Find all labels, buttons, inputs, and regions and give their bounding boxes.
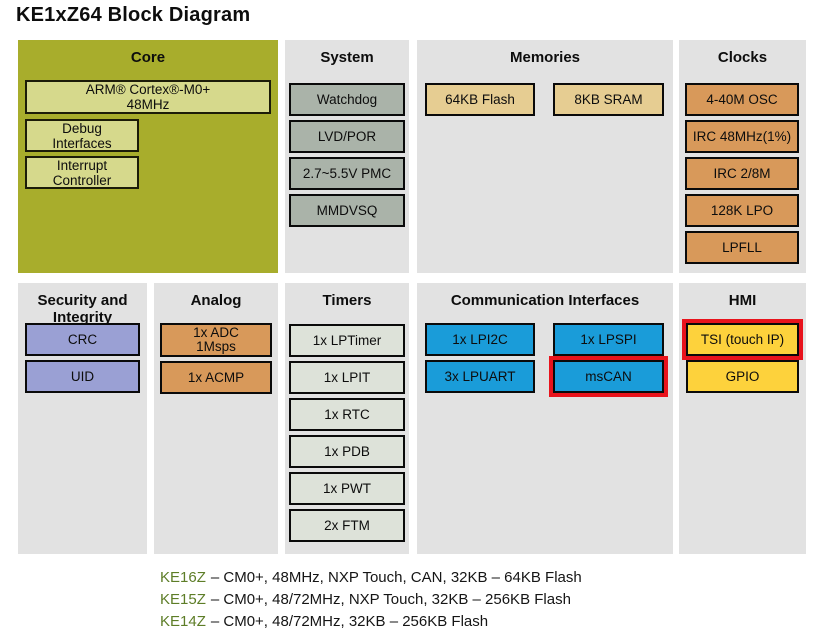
- panel-core: Core ARM® Cortex®-M0+ 48MHz Debug Interf…: [18, 40, 278, 273]
- pmc-block: 2.7~5.5V PMC: [289, 157, 405, 190]
- panel-security-title: Security and Integrity: [18, 283, 147, 326]
- arm-cortex-m0-label-line1: ARM® Cortex®-M0+: [85, 82, 211, 97]
- panel-security-title-line2: Integrity: [52, 309, 113, 326]
- crc-block: CRC: [25, 323, 140, 356]
- uid-block: UID: [25, 360, 140, 393]
- footnote-ke16z-model: KE16Z: [160, 569, 206, 586]
- panel-security-title-line1: Security and: [37, 292, 128, 309]
- interrupt-controller-block: Interrupt Controller: [25, 156, 139, 189]
- mmdvsq-block: MMDVSQ: [289, 194, 405, 227]
- lpo-block: 128K LPO: [685, 194, 799, 227]
- panel-system-title: System: [320, 49, 374, 66]
- panel-hmi-title: HMI: [728, 292, 757, 309]
- mscan-block-highlighted: msCAN: [553, 360, 664, 393]
- page-title: KE1xZ64 Block Diagram: [16, 4, 251, 26]
- panel-hmi: HMI TSI (touch IP) GPIO: [679, 283, 806, 554]
- lptimer-block: 1x LPTimer: [289, 324, 405, 357]
- osc-block: 4-40M OSC: [685, 83, 799, 116]
- interrupt-controller-label-line1: Interrupt: [56, 157, 108, 173]
- debug-interfaces-label-line2: Interfaces: [52, 135, 112, 151]
- panel-clocks-title: Clocks: [717, 49, 768, 66]
- panel-core-title: Core: [130, 49, 166, 66]
- sram-block: 8KB SRAM: [553, 83, 664, 116]
- flash-block: 64KB Flash: [425, 83, 535, 116]
- panel-system: System Watchdog LVD/POR 2.7~5.5V PMC MMD…: [285, 40, 409, 273]
- footnotes: KE16Z– CM0+, 48MHz, NXP Touch, CAN, 32KB…: [160, 567, 582, 633]
- lpi2c-block: 1x LPI2C: [425, 323, 535, 356]
- arm-cortex-m0-label-line2: 48MHz: [126, 97, 170, 112]
- footnote-ke15z: KE15Z– CM0+, 48/72MHz, NXP Touch, 32KB –…: [160, 589, 582, 611]
- footnote-ke14z: KE14Z– CM0+, 48/72MHz, 32KB – 256KB Flas…: [160, 611, 582, 633]
- footnote-ke15z-desc: – CM0+, 48/72MHz, NXP Touch, 32KB – 256K…: [210, 591, 571, 608]
- adc-label-line1: 1x ADC: [193, 325, 239, 340]
- footnote-ke16z-desc: – CM0+, 48MHz, NXP Touch, CAN, 32KB – 64…: [210, 569, 582, 586]
- panel-analog-title: Analog: [190, 292, 242, 309]
- panel-communication-interfaces: Communication Interfaces 1x LPI2C 1x LPS…: [417, 283, 673, 554]
- adc-label-line2: 1Msps: [196, 339, 236, 354]
- acmp-block: 1x ACMP: [160, 361, 272, 394]
- panel-analog: Analog 1x ADC 1Msps 1x ACMP: [154, 283, 278, 554]
- gpio-block: GPIO: [686, 360, 799, 393]
- interrupt-controller-label-line2: Controller: [52, 172, 112, 188]
- debug-interfaces-block: Debug Interfaces: [25, 119, 139, 152]
- irc-2-8m-block: IRC 2/8M: [685, 157, 799, 190]
- footnote-ke15z-model: KE15Z: [160, 591, 206, 608]
- lpit-block: 1x LPIT: [289, 361, 405, 394]
- panel-memories: Memories 64KB Flash 8KB SRAM: [417, 40, 673, 273]
- panel-clocks: Clocks 4-40M OSC IRC 48MHz(1%) IRC 2/8M …: [679, 40, 806, 273]
- rtc-block: 1x RTC: [289, 398, 405, 431]
- lpfll-block: LPFLL: [685, 231, 799, 264]
- panel-security-integrity: Security and Integrity CRC UID: [18, 283, 147, 554]
- tsi-block-highlighted: TSI (touch IP): [686, 323, 799, 356]
- panel-comm-title: Communication Interfaces: [450, 292, 640, 309]
- lpuart-block: 3x LPUART: [425, 360, 535, 393]
- irc-48mhz-block: IRC 48MHz(1%): [685, 120, 799, 153]
- footnote-ke14z-model: KE14Z: [160, 613, 206, 630]
- footnote-ke14z-desc: – CM0+, 48/72MHz, 32KB – 256KB Flash: [210, 613, 489, 630]
- panel-timers: Timers 1x LPTimer 1x LPIT 1x RTC 1x PDB …: [285, 283, 409, 554]
- adc-block: 1x ADC 1Msps: [160, 323, 272, 357]
- lvd-por-block: LVD/POR: [289, 120, 405, 153]
- arm-cortex-m0-block: ARM® Cortex®-M0+ 48MHz: [25, 80, 271, 114]
- panel-timers-title: Timers: [322, 292, 372, 309]
- panel-memories-title: Memories: [509, 49, 581, 66]
- pwt-block: 1x PWT: [289, 472, 405, 505]
- footnote-ke16z: KE16Z– CM0+, 48MHz, NXP Touch, CAN, 32KB…: [160, 567, 582, 589]
- watchdog-block: Watchdog: [289, 83, 405, 116]
- ftm-block: 2x FTM: [289, 509, 405, 542]
- pdb-block: 1x PDB: [289, 435, 405, 468]
- debug-interfaces-label-line1: Debug: [62, 120, 102, 136]
- lpspi-block: 1x LPSPI: [553, 323, 664, 356]
